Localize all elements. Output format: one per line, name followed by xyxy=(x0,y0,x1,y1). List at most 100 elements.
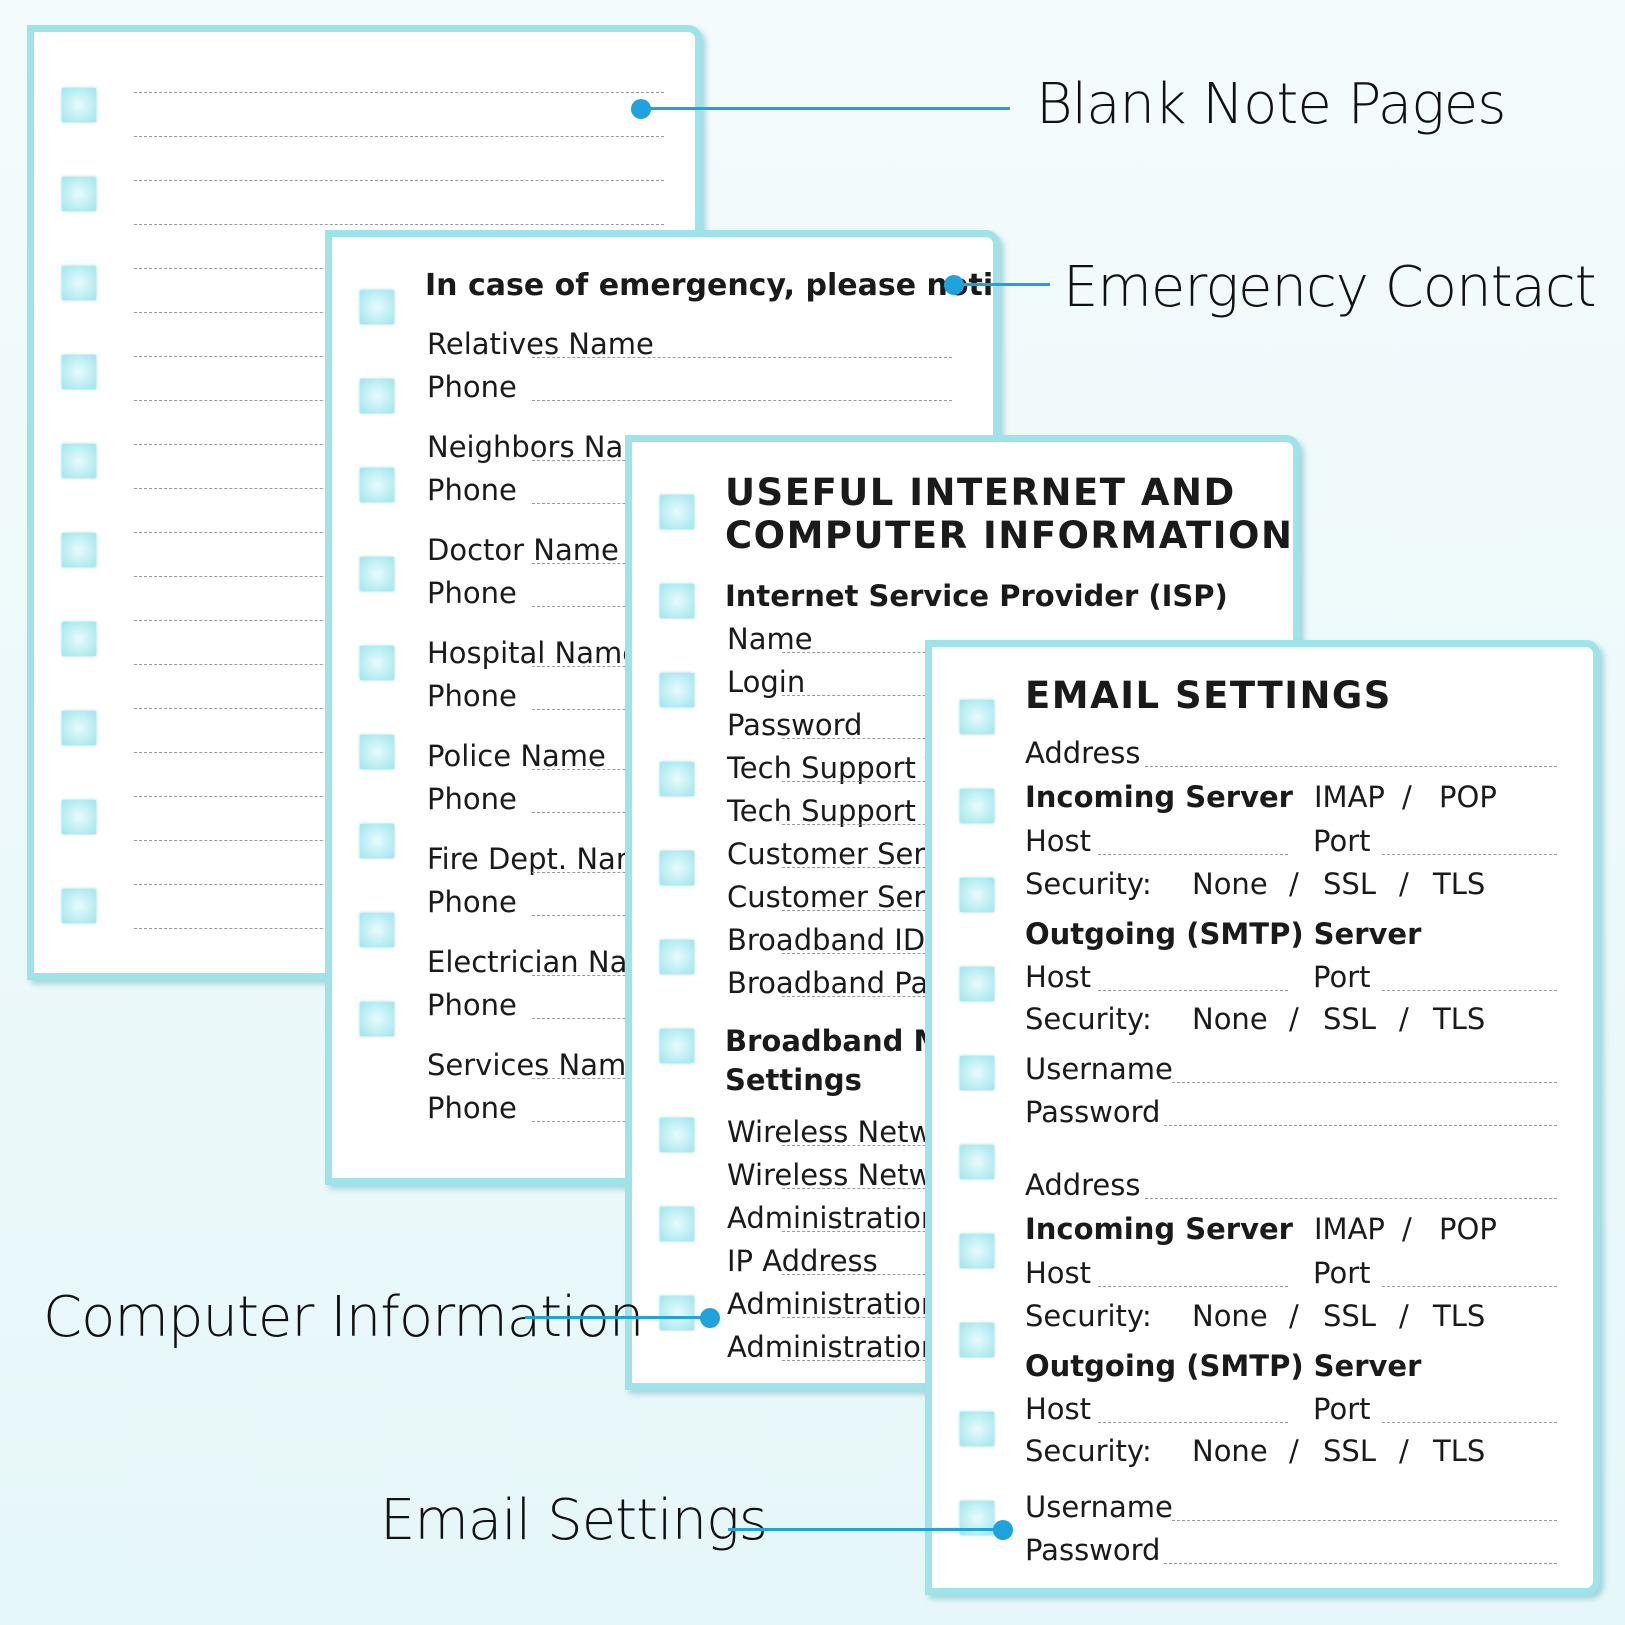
isp-row-label: Password xyxy=(727,708,863,742)
email-field-line xyxy=(1382,990,1557,991)
emergency-row-label: Hospital Name xyxy=(427,636,641,670)
callout-line-blank xyxy=(640,107,1010,110)
email-field-line xyxy=(1164,1125,1557,1126)
emergency-row-label: Phone xyxy=(427,988,517,1022)
emergency-checkbox xyxy=(360,1002,394,1036)
emergency-heading: In case of emergency, please notify xyxy=(425,268,1000,303)
email-field-line xyxy=(1382,1422,1557,1423)
username-label: Username xyxy=(1025,1052,1173,1086)
computer-checkbox xyxy=(660,1118,694,1152)
security-ssl: SSL xyxy=(1323,1299,1376,1333)
emergency-checkbox xyxy=(360,290,394,324)
email-checkbox xyxy=(960,1323,994,1357)
isp-row-label: Name xyxy=(727,622,813,656)
imap-option: IMAP xyxy=(1314,1212,1385,1246)
emergency-row-label: Phone xyxy=(427,370,517,404)
note-checkbox xyxy=(62,88,96,122)
note-checkbox xyxy=(62,711,96,745)
security-slash: / xyxy=(1289,1299,1299,1333)
callout-dot-computer xyxy=(700,1308,720,1328)
emergency-row-line xyxy=(532,357,952,358)
host-label: Host xyxy=(1025,960,1092,994)
port-label: Port xyxy=(1313,1392,1371,1426)
emergency-row-label: Phone xyxy=(427,473,517,507)
note-line xyxy=(134,180,664,181)
computer-checkbox xyxy=(660,1029,694,1063)
emergency-row-line xyxy=(532,400,952,401)
security-tls: TLS xyxy=(1433,1299,1486,1333)
isp-heading: Internet Service Provider (ISP) xyxy=(725,579,1228,613)
note-line xyxy=(134,136,664,137)
security-ssl: SSL xyxy=(1323,867,1376,901)
emergency-row-label: Phone xyxy=(427,679,517,713)
emergency-checkbox xyxy=(360,379,394,413)
email-checkbox xyxy=(960,1056,994,1090)
protocol-slash: / xyxy=(1402,1212,1412,1246)
email-checkbox xyxy=(960,789,994,823)
security-tls: TLS xyxy=(1433,1434,1486,1468)
email-field-line xyxy=(1098,1286,1288,1287)
emergency-checkbox xyxy=(360,824,394,858)
security-none: None xyxy=(1192,1002,1268,1036)
note-checkbox xyxy=(62,177,96,211)
isp-row-label: Broadband ID xyxy=(727,923,926,957)
host-label: Host xyxy=(1025,824,1092,858)
email-checkbox xyxy=(960,1234,994,1268)
email-field-line xyxy=(1145,766,1557,767)
port-label: Port xyxy=(1313,824,1371,858)
security-label: Security: xyxy=(1025,1434,1152,1468)
note-line xyxy=(134,92,664,93)
emergency-checkbox xyxy=(360,735,394,769)
email-field-line xyxy=(1098,1422,1288,1423)
computer-title-line2: COMPUTER INFORMATION xyxy=(725,514,1294,557)
callout-dot-blank xyxy=(631,99,651,119)
note-checkbox xyxy=(62,800,96,834)
imap-option: IMAP xyxy=(1314,780,1385,814)
emergency-checkbox xyxy=(360,913,394,947)
pop-option: POP xyxy=(1439,780,1497,814)
computer-title-line1: USEFUL INTERNET AND xyxy=(725,471,1236,514)
callout-line-emergency xyxy=(953,283,1050,286)
emergency-row-label: Services Name xyxy=(427,1048,645,1082)
emergency-row-label: Doctor Name xyxy=(427,533,619,567)
outgoing-server-label: Outgoing (SMTP) Server xyxy=(1025,917,1422,951)
note-checkbox xyxy=(62,889,96,923)
computer-checkbox xyxy=(660,1207,694,1241)
email-checkbox xyxy=(960,878,994,912)
password-label: Password xyxy=(1025,1095,1161,1129)
email-title: EMAIL SETTINGS xyxy=(1025,674,1392,717)
security-label: Security: xyxy=(1025,1299,1152,1333)
note-checkbox xyxy=(62,355,96,389)
callout-line-computer xyxy=(525,1316,708,1319)
emergency-row-label: Relatives Name xyxy=(427,327,654,361)
computer-checkbox xyxy=(660,673,694,707)
security-none: None xyxy=(1192,867,1268,901)
emergency-checkbox xyxy=(360,468,394,502)
email-checkbox xyxy=(960,700,994,734)
note-checkbox xyxy=(62,622,96,656)
note-checkbox xyxy=(62,444,96,478)
emergency-checkbox xyxy=(360,646,394,680)
security-slash: / xyxy=(1289,867,1299,901)
host-label: Host xyxy=(1025,1256,1092,1290)
emergency-row-label: Phone xyxy=(427,576,517,610)
email-checkbox xyxy=(960,1412,994,1446)
incoming-server-label: Incoming Server xyxy=(1025,1212,1293,1246)
password-label: Password xyxy=(1025,1533,1161,1567)
isp-row-label: Login xyxy=(727,665,806,699)
email-field-line xyxy=(1145,1198,1557,1199)
host-label: Host xyxy=(1025,1392,1092,1426)
email-field-line xyxy=(1382,1286,1557,1287)
computer-checkbox xyxy=(660,584,694,618)
emergency-row-label: Phone xyxy=(427,885,517,919)
callout-emergency-contact: Emergency Contact xyxy=(1063,255,1597,320)
security-label: Security: xyxy=(1025,1002,1152,1036)
email-field-line xyxy=(1382,854,1557,855)
callout-blank-note-pages: Blank Note Pages xyxy=(1036,72,1506,137)
computer-checkbox xyxy=(660,1296,694,1330)
email-field-line xyxy=(1098,854,1288,855)
email-checkbox xyxy=(960,967,994,1001)
port-label: Port xyxy=(1313,960,1371,994)
security-slash: / xyxy=(1399,1299,1409,1333)
